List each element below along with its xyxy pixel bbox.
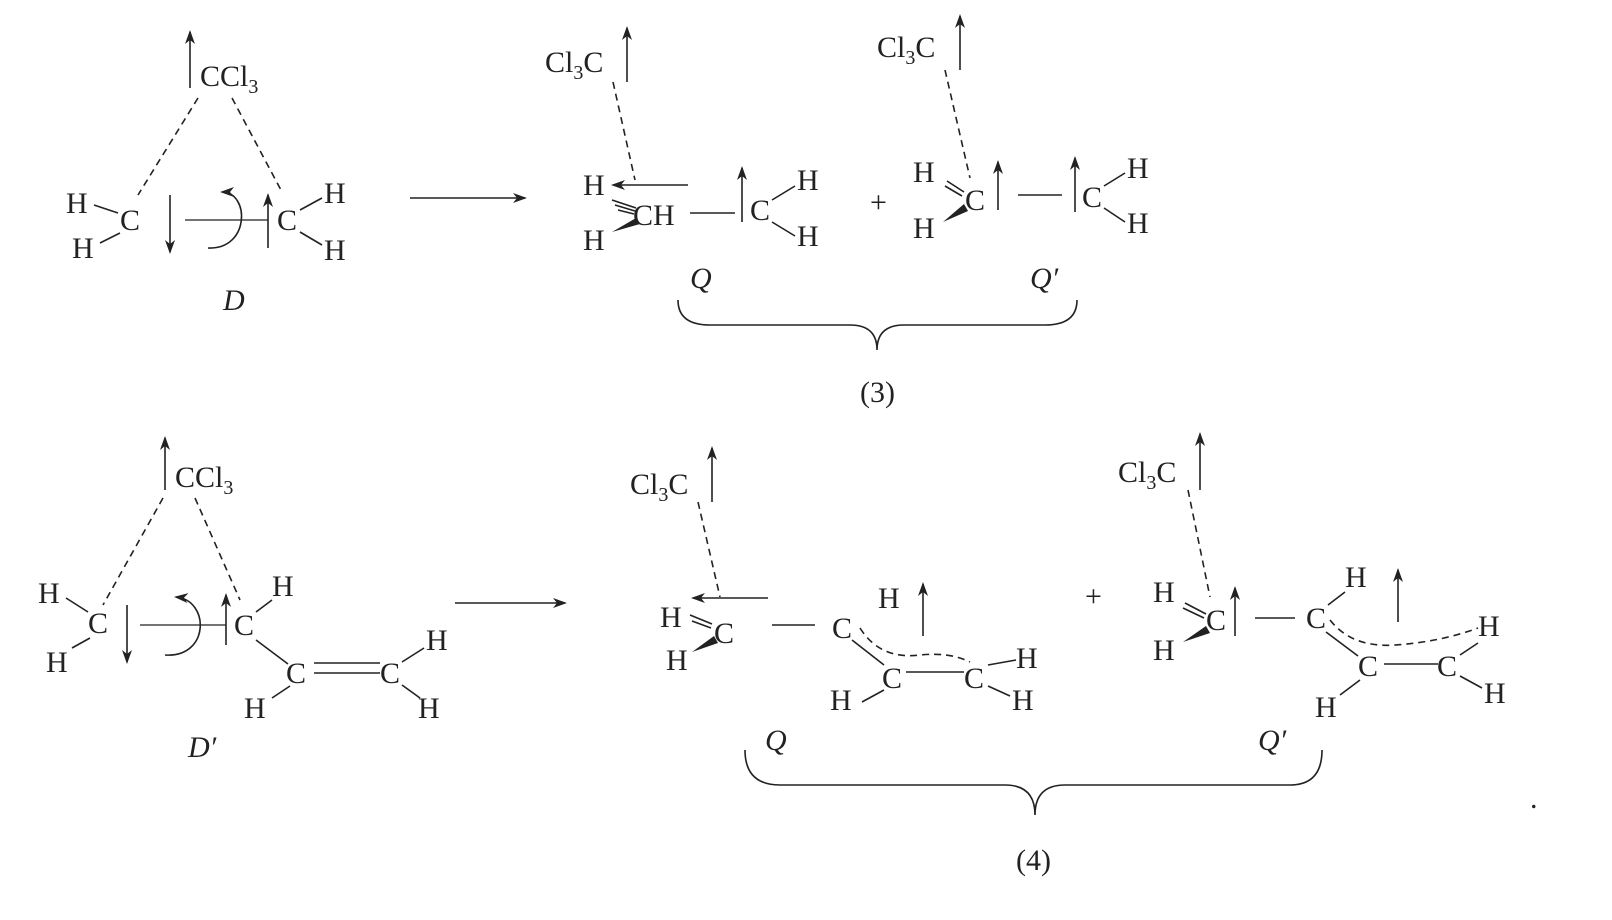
plus-sign: +	[1085, 580, 1102, 613]
h-atom: H	[1153, 576, 1175, 609]
c-atom: C	[964, 662, 984, 695]
h-atom: H	[1012, 684, 1034, 717]
h-atom: H	[1153, 634, 1175, 667]
h-atom: H	[1127, 207, 1149, 240]
rotation-arrow-icon	[164, 593, 201, 656]
h-atom: H	[1345, 561, 1367, 594]
c-atom: C	[714, 617, 734, 650]
h-atom: H	[1484, 677, 1506, 710]
c-atom: C	[234, 609, 254, 642]
label-q-prime: Q′	[1258, 724, 1287, 757]
structure-q-top: Cl3C H CH H C H H	[545, 26, 819, 257]
h-atom: H	[1478, 610, 1500, 643]
h-atom: H	[913, 156, 935, 189]
label-d-prime: D′	[187, 731, 217, 764]
h-atom: H	[244, 692, 266, 725]
h-atom: H	[66, 187, 88, 220]
label-d: D	[222, 284, 245, 317]
h-atom: H	[1016, 642, 1038, 675]
cl3c-label: Cl3C	[545, 46, 603, 84]
h-atom: H	[324, 234, 346, 267]
h-atom: H	[660, 601, 682, 634]
c-atom: C	[882, 662, 902, 695]
c-atom: C	[380, 657, 400, 690]
structure-d: CCl3 H C H C H H D	[66, 30, 346, 317]
c-atom: C	[88, 607, 108, 640]
h-atom: H	[1315, 691, 1337, 724]
h-atom: H	[426, 624, 448, 657]
ccl3-label: CCl3	[200, 60, 258, 98]
h-atom: H	[583, 169, 605, 202]
h-atom: H	[878, 582, 900, 615]
c-atom: C	[1437, 650, 1457, 683]
brace	[744, 749, 1323, 816]
c-atom: C	[832, 612, 852, 645]
equation-number-3: (3)	[860, 376, 895, 409]
h-atom: H	[46, 646, 68, 679]
label-q: Q	[765, 724, 787, 757]
cl3c-label: Cl3C	[1118, 456, 1176, 494]
h-atom: H	[72, 232, 94, 265]
structure-d-prime: CCl3 H C H C H C H C H H D′	[38, 436, 448, 764]
h-atom: H	[1127, 152, 1149, 185]
cl3c-label: Cl3C	[630, 468, 688, 506]
c-atom: C	[1306, 602, 1326, 635]
h-atom: H	[583, 224, 605, 257]
label-q: Q	[690, 262, 712, 295]
c-atom: C	[286, 657, 306, 690]
c-atom: C	[965, 184, 985, 217]
h-atom: H	[797, 164, 819, 197]
h-atom: H	[418, 692, 440, 725]
h-atom: H	[913, 212, 935, 245]
c-atom: C	[750, 194, 770, 227]
cl3c-label: Cl3C	[877, 31, 935, 69]
plus-sign: +	[870, 186, 887, 219]
h-atom: H	[797, 220, 819, 253]
h-atom: H	[324, 177, 346, 210]
period: .	[1530, 782, 1538, 815]
c-atom: C	[120, 204, 140, 237]
h-atom: H	[38, 577, 60, 610]
c-atom: C	[1206, 604, 1226, 637]
equation-number-4: (4)	[1016, 844, 1051, 877]
rotation-arrow-icon	[207, 187, 243, 249]
c-atom: C	[1358, 650, 1378, 683]
ccl3-label: CCl3	[175, 461, 233, 499]
h-atom: H	[830, 684, 852, 717]
h-atom: H	[666, 644, 688, 677]
brace	[677, 299, 1078, 351]
c-atom: C	[277, 204, 297, 237]
structure-q-bottom: Cl3C H C H C H C H C H H	[630, 446, 1038, 717]
h-atom: H	[272, 570, 294, 603]
label-q-prime: Q′	[1030, 262, 1059, 295]
c-atom: C	[1082, 181, 1102, 214]
structure-q-prime-bottom: Cl3C H C H C H C H C H H	[1118, 432, 1506, 724]
structure-q-prime-top: Cl3C H C H C H H	[877, 14, 1149, 245]
ch-atom: CH	[633, 199, 675, 232]
